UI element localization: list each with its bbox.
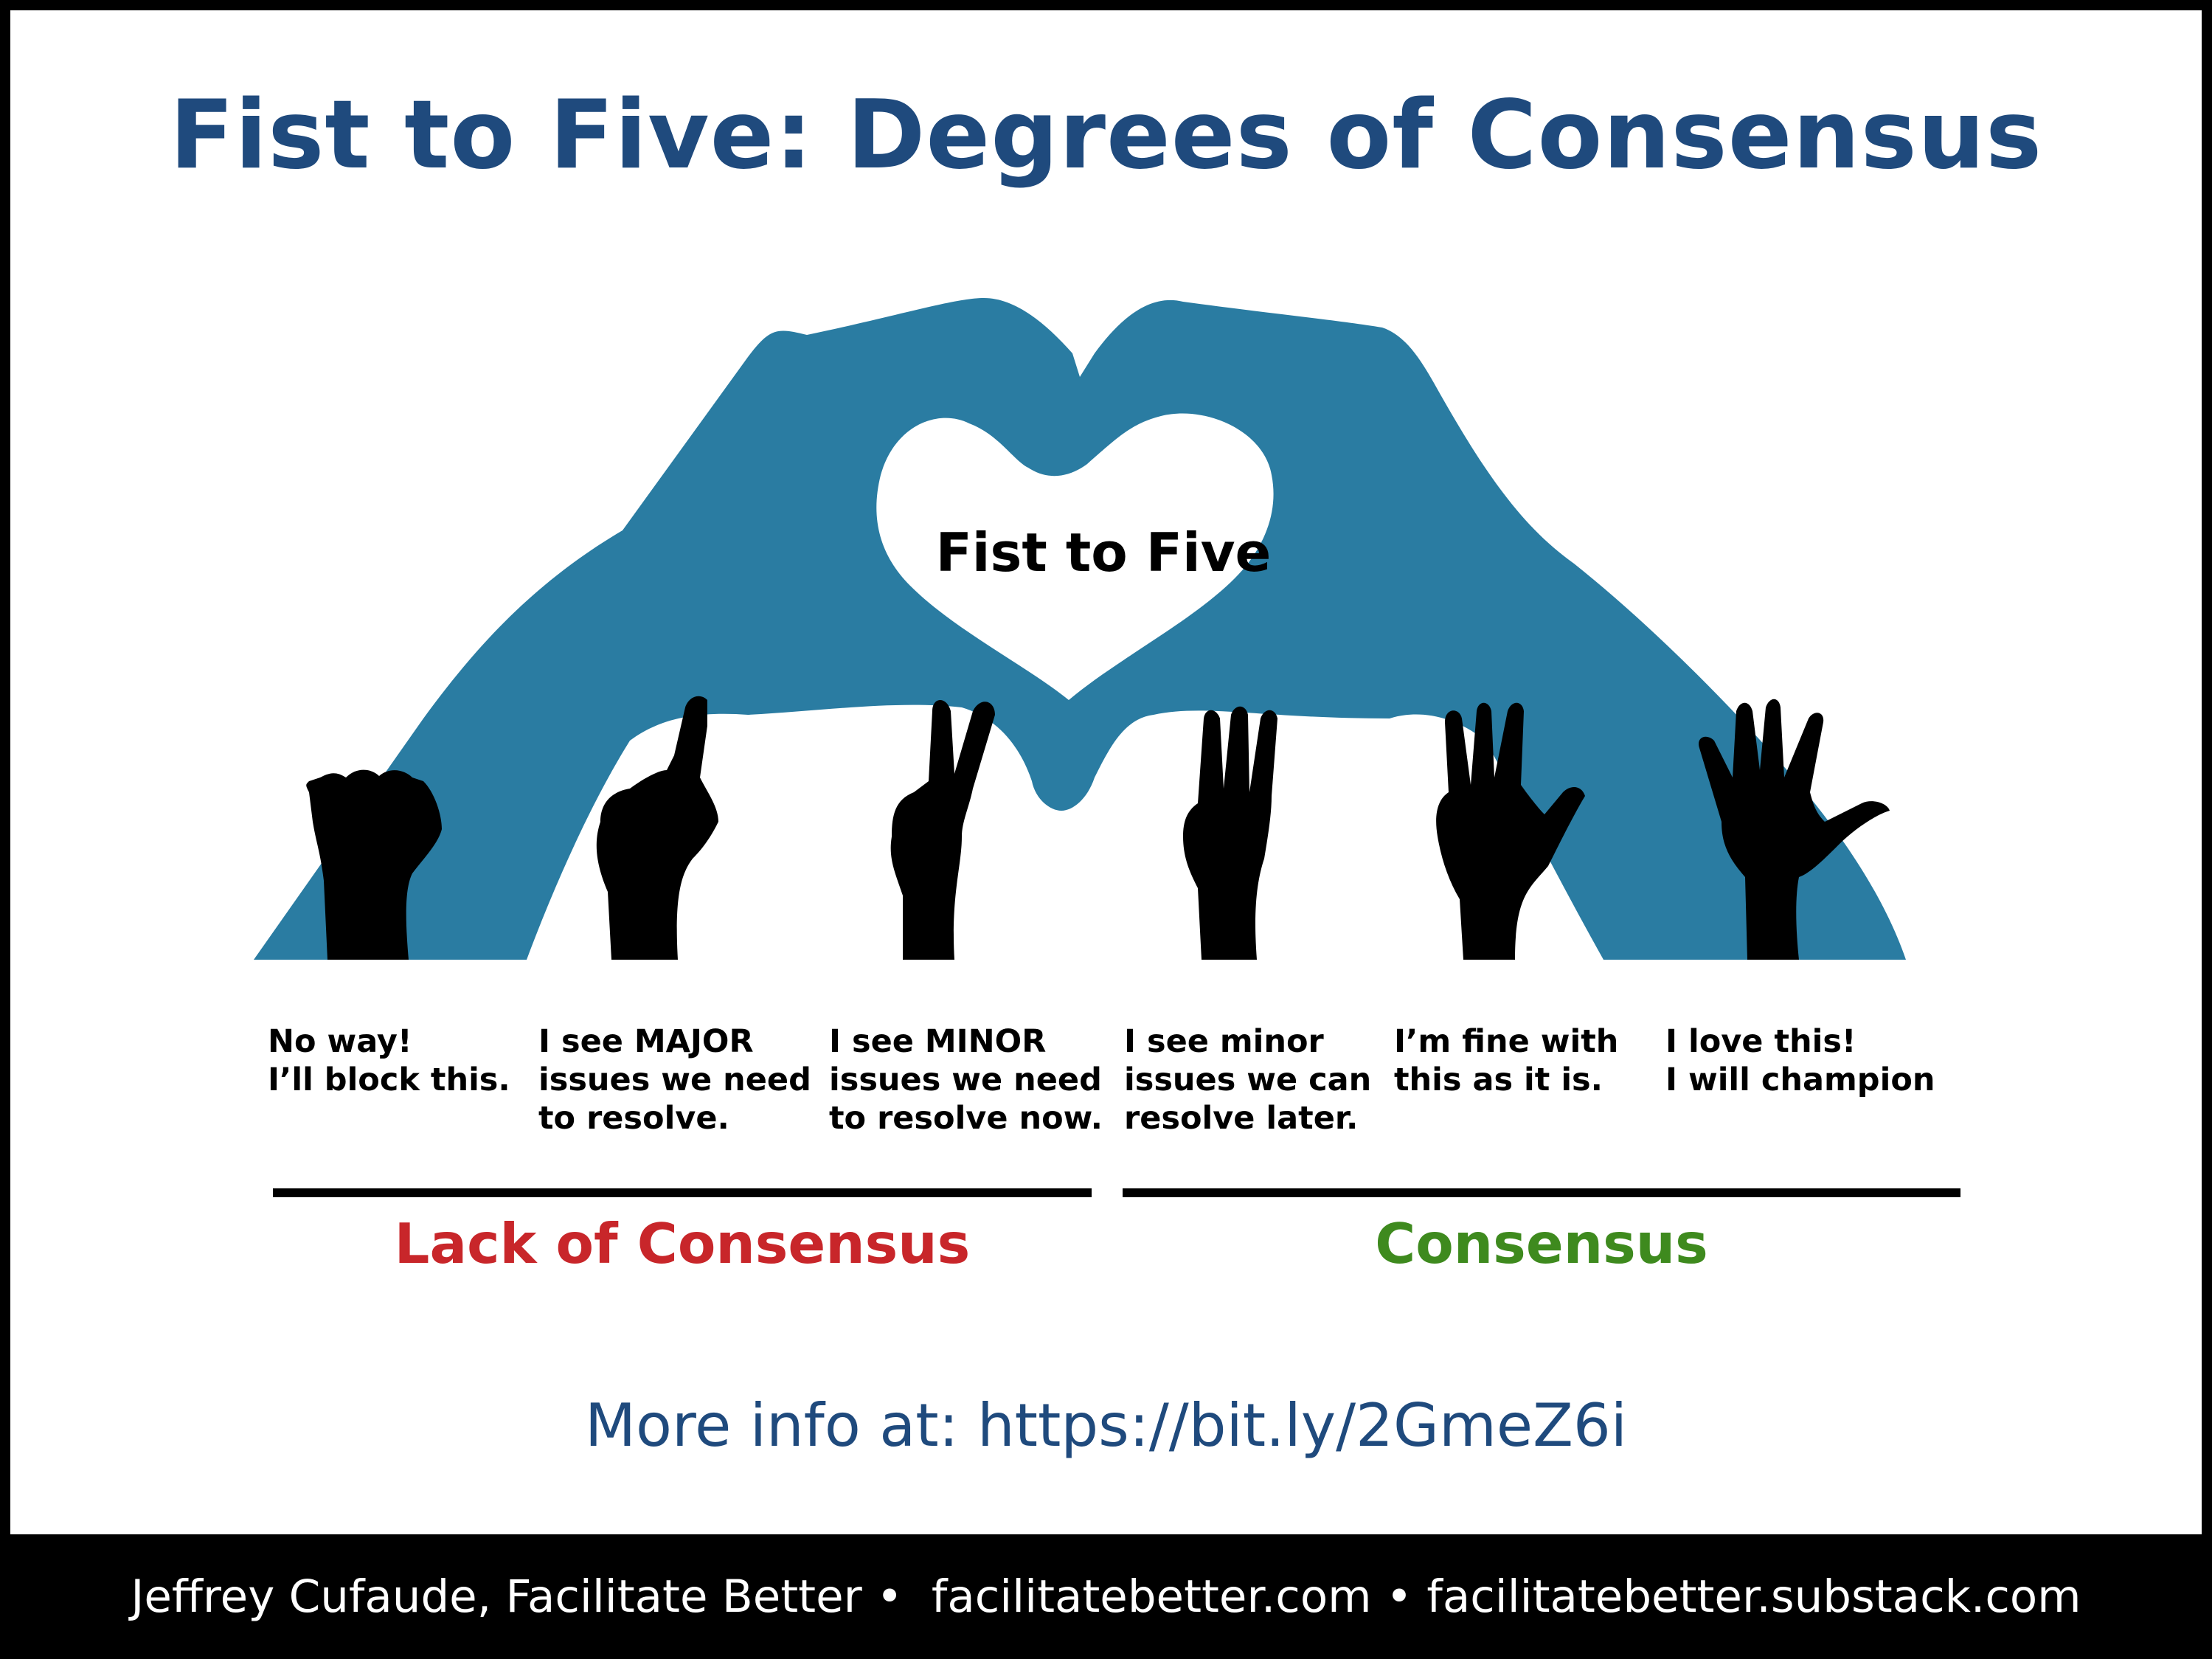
more-info-link[interactable]: More info at: https://bit.ly/2GmeZ6i	[584, 1391, 1628, 1460]
one-finger-hand	[596, 696, 718, 960]
three-finger-hand	[1183, 706, 1277, 960]
page-title: Fist to Five: Degrees of Consensus	[169, 80, 2043, 190]
heart-hands-illustration: Fist to Five	[254, 298, 1906, 960]
lack-of-consensus-rule	[273, 1188, 1092, 1197]
footer-site-link[interactable]: facilitatebetter.com	[931, 1570, 1372, 1623]
footer-bar: Jeffrey Cufaude, Facilitate Better • fac…	[0, 1534, 2212, 1659]
level-5-description: I love this!I will champion	[1665, 1023, 1935, 1098]
slide: Fist to Five: Degrees of Consensus Fist …	[10, 10, 2202, 1534]
level-0-description: No way!I’ll block this.	[268, 1023, 510, 1098]
five-finger-hand	[1699, 699, 1890, 960]
footer-author: Jeffrey Cufaude, Facilitate Better	[131, 1570, 862, 1623]
footer-separator: •	[861, 1570, 932, 1623]
two-finger-hand	[890, 700, 995, 960]
four-finger-hand	[1436, 702, 1585, 960]
fist-hand	[306, 769, 442, 960]
heart-label: Fist to Five	[936, 522, 1272, 583]
footer-substack-link[interactable]: facilitatebetter.substack.com	[1426, 1570, 2081, 1623]
heart-hands-shape	[254, 298, 1906, 960]
consensus-rule	[1123, 1188, 1960, 1197]
lack-of-consensus-label: Lack of Consensus	[394, 1211, 971, 1276]
footer-separator-2: •	[1371, 1570, 1427, 1623]
consensus-label: Consensus	[1375, 1211, 1708, 1276]
